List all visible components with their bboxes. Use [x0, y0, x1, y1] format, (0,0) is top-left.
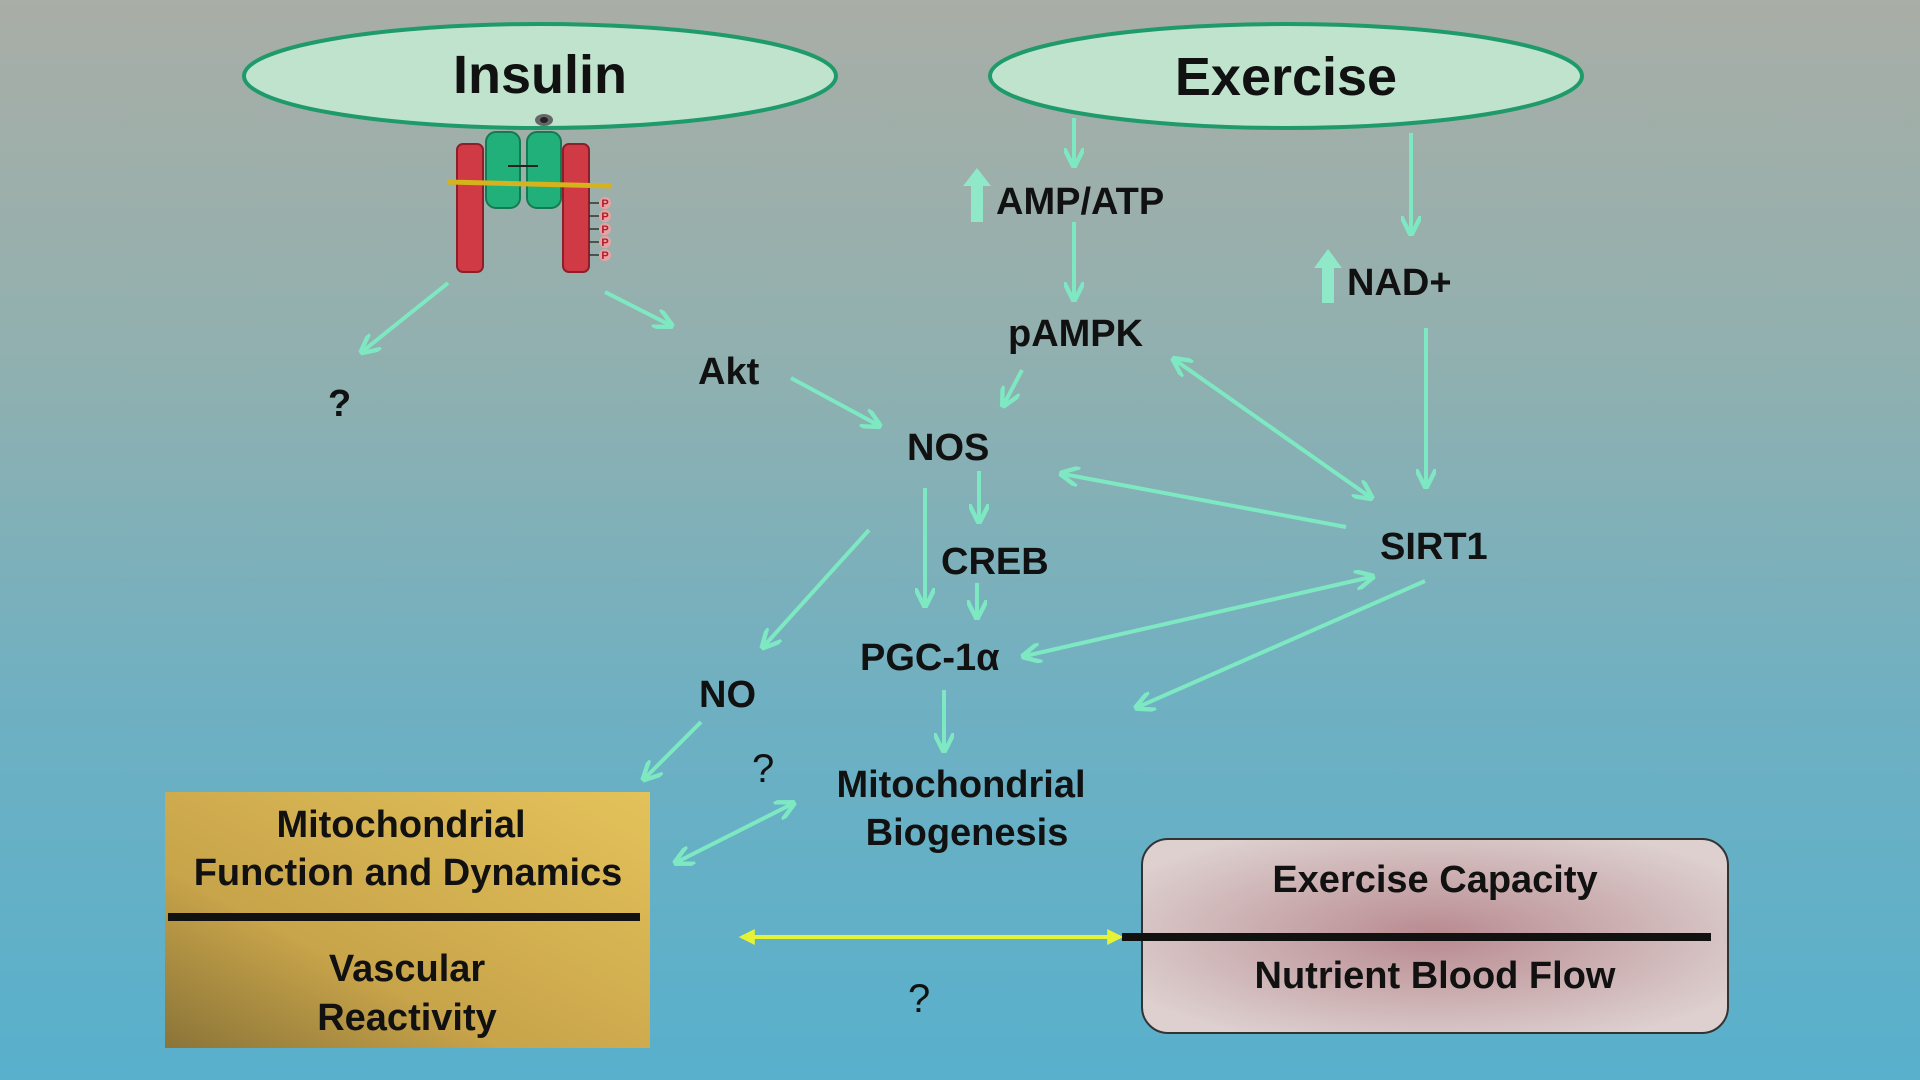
node-amp-atp: AMP/ATP: [996, 181, 1164, 223]
node-mito-biogenesis-line1: Mitochondrial: [836, 764, 1085, 806]
exercise-capacity-box: Exercise Capacity Nutrient Blood Flow: [1122, 838, 1729, 1034]
arrow-pampk-nos: [1004, 369, 1024, 404]
arrow-receptor-akt: [604, 290, 670, 325]
node-akt: Akt: [698, 351, 760, 393]
arrow-receptor-question: [363, 281, 450, 351]
phospho-label: P: [601, 224, 608, 236]
arrow-sirt1-nos: [1063, 474, 1347, 529]
box-left-bottom-line1: Vascular: [329, 948, 486, 990]
up-arrow-icon: [1314, 249, 1342, 303]
insulin-oval: Insulin: [242, 22, 838, 130]
box-left-top-line2: Function and Dynamics: [194, 852, 623, 894]
box-left-top-line1: Mitochondrial: [276, 804, 525, 846]
phospho-label: P: [601, 250, 608, 262]
node-pampk: pAMPK: [1008, 313, 1144, 355]
arrow-box-biogenesis: [677, 804, 792, 862]
node-nos: NOS: [907, 427, 989, 469]
arrow-no-box: [645, 720, 703, 778]
up-arrow-icon: [963, 168, 991, 222]
phospho-label: P: [601, 198, 608, 210]
node-sirt1: SIRT1: [1380, 526, 1488, 568]
node-mito-biogenesis-line2: Biogenesis: [866, 812, 1069, 854]
box-right-bottom: Nutrient Blood Flow: [1255, 955, 1616, 997]
node-creb: CREB: [941, 541, 1049, 583]
insulin-receptor-icon: P P P P P: [446, 114, 613, 273]
phospho-label: P: [601, 211, 608, 223]
mito-function-box: Mitochondrial Function and Dynamics Vasc…: [165, 792, 650, 1048]
arrow-sirt1-pgc: [1025, 577, 1371, 656]
arrow-nos-no: [764, 528, 871, 646]
question-mark: ?: [752, 747, 774, 791]
insulin-label: Insulin: [453, 45, 627, 105]
node-no: NO: [699, 674, 756, 716]
question-mark: ?: [328, 383, 351, 425]
arrow-pampk-sirt1: [1175, 360, 1370, 497]
box-right-top: Exercise Capacity: [1272, 859, 1597, 901]
node-nad: NAD+: [1347, 262, 1452, 304]
pathway-arrows: [363, 118, 1426, 945]
phospho-label: P: [601, 237, 608, 249]
question-mark: ?: [908, 977, 930, 1021]
node-pgc: PGC-1α: [860, 637, 1000, 679]
box-left-bottom-line2: Reactivity: [317, 997, 497, 1039]
phospho-sites: P P P P P: [589, 197, 611, 262]
exercise-oval: Exercise: [988, 22, 1584, 130]
arrow-sirt1-down: [1138, 579, 1426, 707]
exercise-label: Exercise: [1175, 47, 1397, 107]
arrow-akt-nos: [790, 376, 878, 425]
